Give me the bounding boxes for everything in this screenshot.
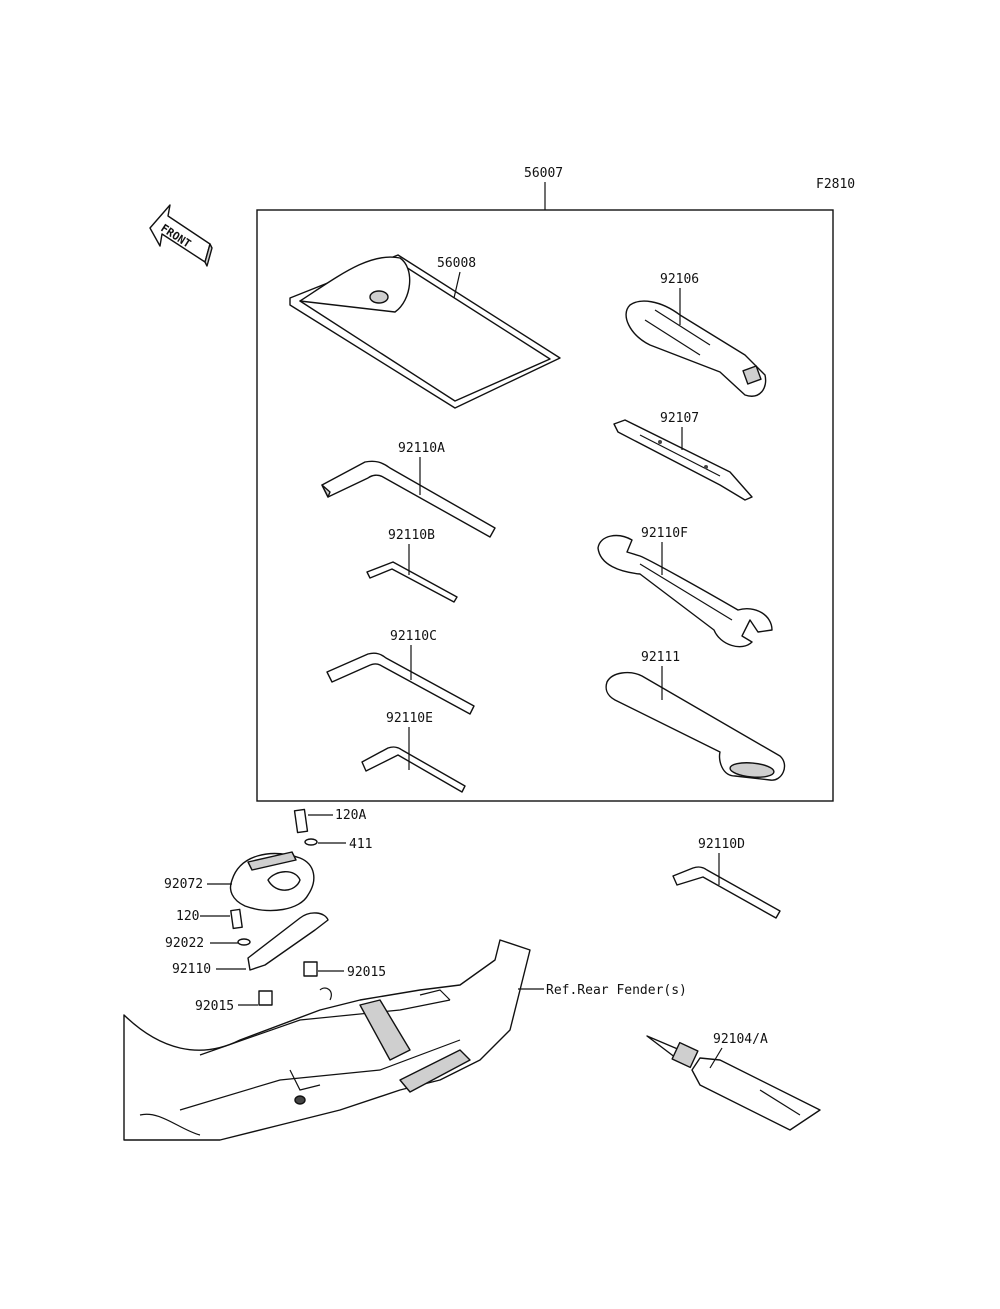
label-56007: 56007 xyxy=(524,166,563,181)
tool-kit-frame xyxy=(256,209,834,802)
hex-wrench-92110c xyxy=(326,652,475,715)
label-92072: 92072 xyxy=(164,877,203,892)
hex-wrench-92110a xyxy=(321,460,496,538)
hex-wrench-92110d xyxy=(672,866,781,919)
screwdriver-handle xyxy=(625,300,767,397)
screwdriver-bit xyxy=(613,419,753,501)
tool-holder-assembly xyxy=(229,808,329,1006)
label-92107: 92107 xyxy=(660,411,699,426)
label-ref-rear-fender: Ref.Rear Fender(s) xyxy=(546,983,687,998)
extension-bar xyxy=(605,671,786,781)
label-92111: 92111 xyxy=(641,650,680,665)
rear-fender-reference xyxy=(123,939,531,1141)
tool-pouch xyxy=(289,254,561,409)
label-411: 411 xyxy=(349,837,372,852)
open-end-wrench xyxy=(597,534,773,648)
label-92110: 92110 xyxy=(172,962,211,977)
label-92015-left: 92015 xyxy=(195,999,234,1014)
front-arrow-icon: FRONT xyxy=(149,204,213,267)
label-92110d: 92110D xyxy=(698,837,745,852)
label-92022: 92022 xyxy=(165,936,204,951)
figure-code: F2810 xyxy=(816,177,855,192)
label-92104a: 92104/A xyxy=(713,1032,768,1047)
label-92015-right: 92015 xyxy=(347,965,386,980)
hex-wrench-92110e xyxy=(361,746,466,793)
label-92110a: 92110A xyxy=(398,441,445,456)
label-92110c: 92110C xyxy=(390,629,437,644)
hex-wrench-92110b xyxy=(366,561,458,603)
label-56008: 56008 xyxy=(437,256,476,271)
label-120a: 120A xyxy=(335,808,366,823)
label-92106: 92106 xyxy=(660,272,699,287)
grease-tube xyxy=(646,1035,821,1131)
label-120: 120 xyxy=(176,909,199,924)
label-92110b: 92110B xyxy=(388,528,435,543)
label-92110e: 92110E xyxy=(386,711,433,726)
label-92110f: 92110F xyxy=(641,526,688,541)
